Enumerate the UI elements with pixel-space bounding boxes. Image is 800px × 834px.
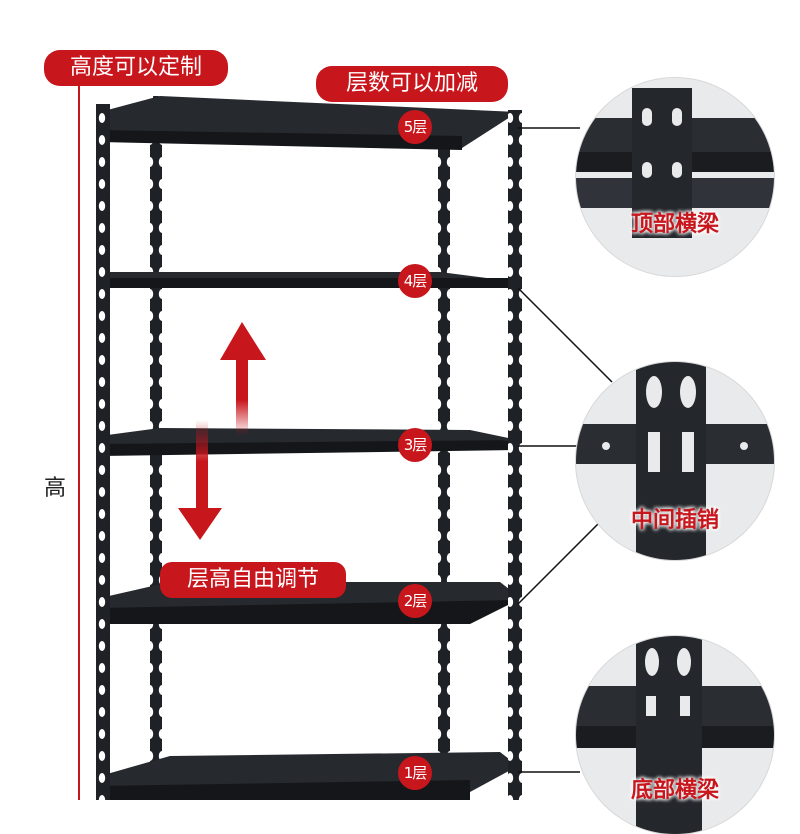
shelf-1 <box>100 752 518 800</box>
shelf-3 <box>100 428 518 456</box>
arrow-down-icon <box>178 420 222 540</box>
front-left-post <box>96 104 110 800</box>
middle-pin-label: 中间插销 <box>630 508 719 533</box>
level-badge-3: 3层 <box>398 428 432 462</box>
layers-adjustable-label: 层数可以加减 <box>316 66 508 102</box>
height-customizable-label: 高度可以定制 <box>44 50 228 86</box>
height-dimension-line <box>78 86 80 800</box>
detail-bottom-beam: 底部横梁 <box>576 636 774 834</box>
height-label: 高 <box>44 476 67 501</box>
back-right-post <box>438 140 450 800</box>
arrow-up-icon <box>220 322 266 436</box>
level-badge-1: 1层 <box>398 756 432 790</box>
top-beam-closeup-image <box>576 88 774 238</box>
bottom-beam-label: 底部横梁 <box>630 778 719 803</box>
detail-top-beam: 顶部横梁 <box>576 78 774 276</box>
detail-middle-pin: 中间插销 <box>576 362 774 560</box>
bottom-beam-closeup-image <box>576 636 774 834</box>
shelf-5 <box>100 96 518 150</box>
connector-mid-a <box>517 287 613 383</box>
level-badge-5: 5层 <box>398 110 432 144</box>
middle-pin-closeup-image <box>576 362 774 560</box>
layer-height-adjust-label: 层高自由调节 <box>160 562 346 598</box>
shelf-4 <box>100 272 518 288</box>
level-badge-2: 2层 <box>398 584 432 618</box>
level-badge-4: 4层 <box>398 264 432 298</box>
front-right-post <box>508 110 522 800</box>
top-beam-label: 顶部横梁 <box>630 212 719 237</box>
